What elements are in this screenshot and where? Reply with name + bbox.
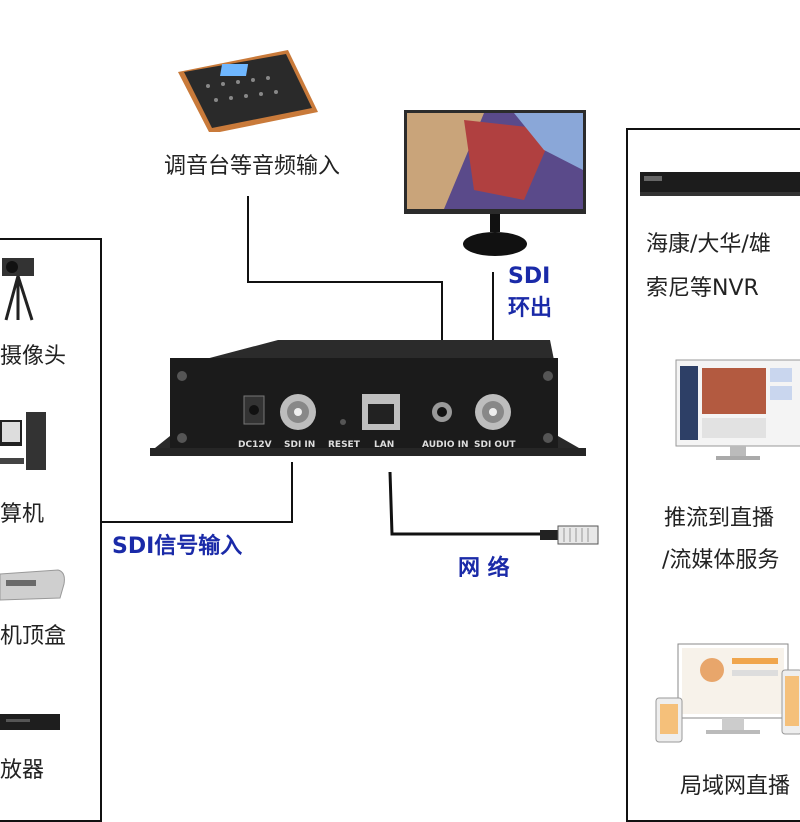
streaming-monitor-icon xyxy=(672,358,800,470)
nvr-label-line2: 索尼等NVR xyxy=(646,276,759,301)
player-icon xyxy=(0,708,62,734)
set-top-box-icon xyxy=(0,566,66,602)
monitor-icon xyxy=(404,110,586,260)
audio-input-label: 调音台等音频输入 xyxy=(164,154,341,179)
nvr-label-line1: 海康/大华/雄 xyxy=(646,232,771,257)
sdi-input-line xyxy=(100,462,293,523)
camera-label: 摄像头 xyxy=(0,344,67,369)
port-label-sdi-out: SDI OUT xyxy=(474,440,516,450)
audio-mixer-icon xyxy=(168,42,318,134)
connection-lines xyxy=(100,196,548,536)
network-label: 网 络 xyxy=(458,556,510,581)
player-label: 放器 xyxy=(0,758,45,783)
port-label-audio-in: AUDIO IN xyxy=(422,440,469,450)
sdi-input-label: SDI信号输入 xyxy=(112,534,243,559)
rj45-plug-icon xyxy=(540,522,604,548)
port-label-sdi-in: SDI IN xyxy=(284,440,316,450)
lan-live-devices-icon xyxy=(652,640,800,750)
streaming-label-line2: /流媒体服务 xyxy=(662,548,780,573)
set-top-box-label: 机顶盒 xyxy=(0,624,67,649)
network-cable xyxy=(388,471,548,536)
video-camera-icon xyxy=(0,252,40,322)
encoder-device: DC12V SDI IN RESET LAN AUDIO IN SDI OUT xyxy=(150,336,590,466)
computer-icon xyxy=(0,412,50,474)
streaming-label-line1: 推流到直播 xyxy=(664,506,775,531)
lan-live-label: 局域网直播 xyxy=(680,774,791,799)
sdi-loop-label-line2: 环出 xyxy=(508,296,553,321)
port-label-reset: RESET xyxy=(328,440,360,450)
computer-label: 算机 xyxy=(0,502,45,527)
port-label-lan: LAN xyxy=(374,440,395,450)
nvr-icon xyxy=(640,168,800,200)
audio-connection-line xyxy=(247,196,443,392)
input-sources-panel xyxy=(0,238,102,822)
sdi-loop-label-line1: SDI xyxy=(508,264,551,289)
port-label-dc12v: DC12V xyxy=(238,440,272,450)
